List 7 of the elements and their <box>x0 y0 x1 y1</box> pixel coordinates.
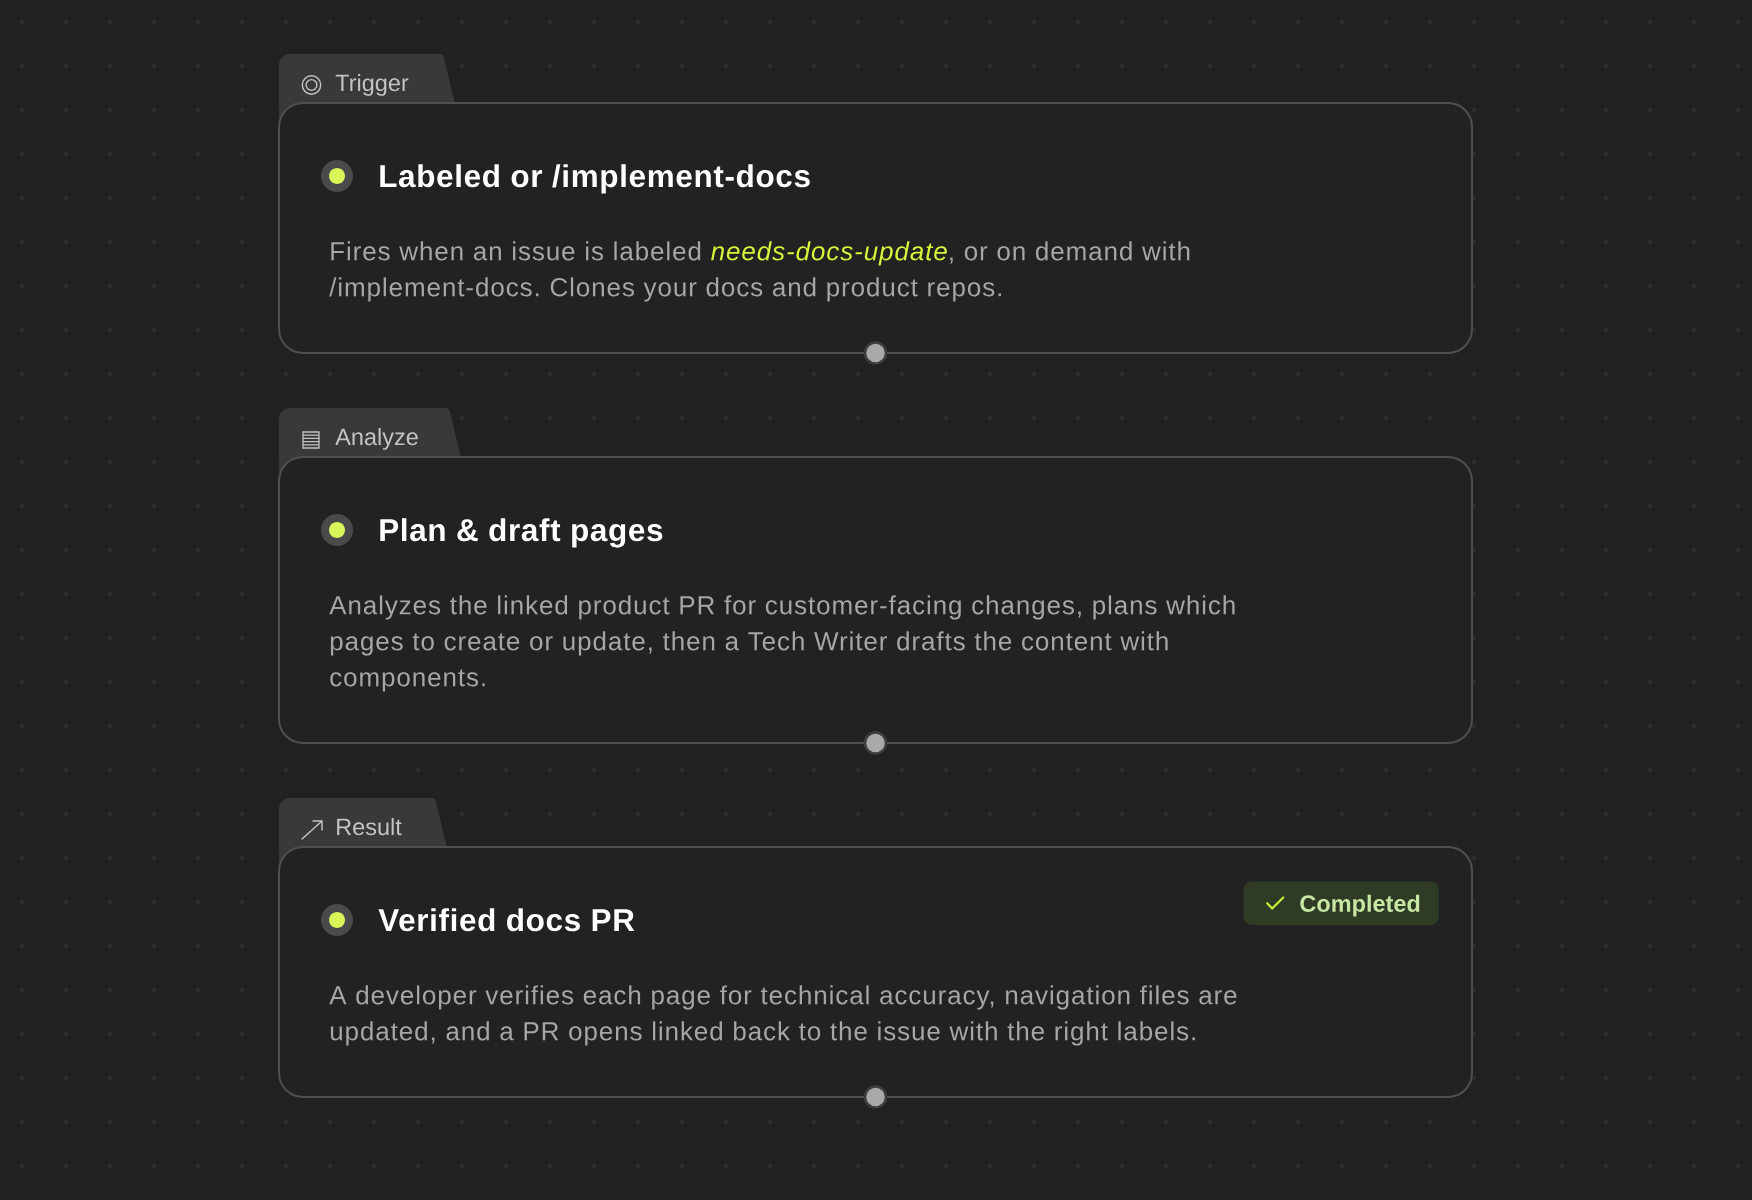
status-badge: Completed <box>1243 881 1439 926</box>
card-description: Analyzes the linked product PR for customer-facing changes, plans which pages to create or update, then a Tech Writer drafts the content with components. <box>329 595 1235 692</box>
card-title: Verified docs PR <box>378 908 635 932</box>
card-description: Fires when an issue is labeled needs-docs-update, or on demand with /implement-docs. Clones your docs and product repos. <box>329 241 1190 302</box>
card-description: A developer verifies each page for technical accuracy, navigation files are updated, and a PR opens linked back to the issue with the right labels. <box>329 985 1237 1046</box>
card-title: Labeled or /implement-docs <box>380 164 810 194</box>
card-title: Plan & draft pages <box>380 518 663 548</box>
